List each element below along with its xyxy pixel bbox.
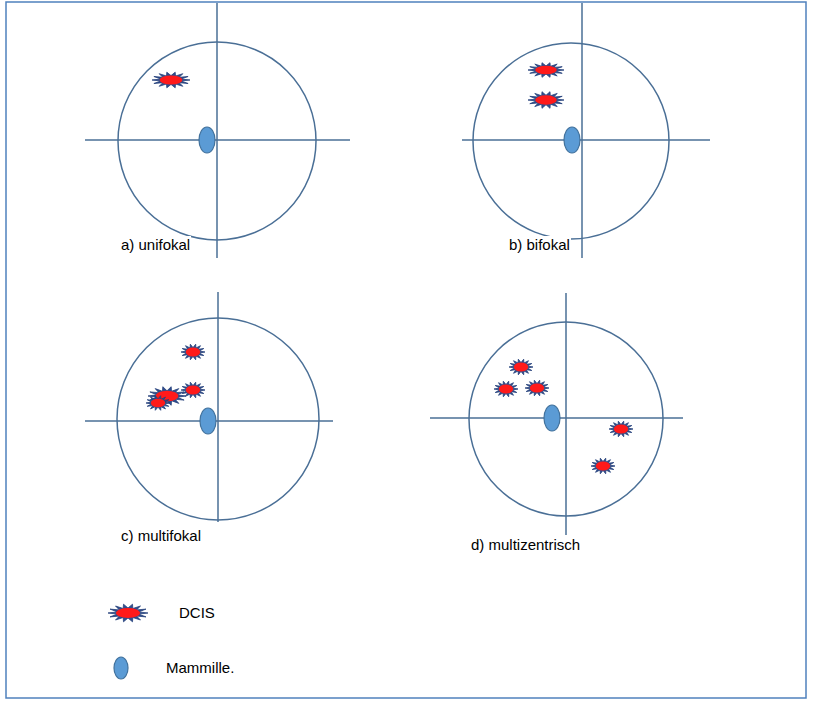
panel-label: b) bifokal [508, 236, 571, 254]
dcis-outline [152, 72, 190, 88]
axis-line [581, 3, 583, 258]
dcis-star [152, 72, 190, 88]
dcis-outline [591, 458, 615, 474]
dcis-outline [181, 382, 205, 398]
dcis-lesions [108, 63, 633, 622]
breast-outlines [85, 3, 710, 535]
axis-line [565, 293, 567, 535]
nipple [564, 127, 580, 153]
axis-line [462, 139, 710, 141]
panel-label: d) multizentrisch [470, 536, 581, 554]
legend-nipple [114, 657, 128, 679]
nipple [199, 127, 215, 153]
legend-text: DCIS [178, 604, 216, 622]
dcis-outline [528, 92, 564, 109]
panel-label: c) multifokal [120, 527, 202, 545]
dcis-core [614, 425, 628, 434]
dcis-star [528, 63, 564, 78]
dcis-outline [609, 421, 633, 437]
dcis-outline [494, 381, 518, 397]
dcis-star [591, 458, 615, 474]
dcis-core [186, 348, 200, 357]
dcis-outline [108, 604, 148, 622]
dcis-core [160, 76, 183, 85]
dcis-star [525, 380, 549, 396]
dcis-star [528, 92, 564, 109]
dcis-star [108, 604, 148, 622]
dcis-core [116, 608, 140, 618]
frame [6, 2, 806, 698]
dcis-star [494, 381, 518, 397]
axis-line [217, 292, 219, 522]
dcis-star [181, 382, 205, 398]
nipple [200, 408, 216, 434]
dcis-core [186, 386, 200, 395]
nipples [114, 127, 580, 679]
legend-text: Mammille. [165, 659, 235, 677]
panel-label: a) unifokal [120, 236, 191, 254]
dcis-star [509, 359, 533, 375]
breast-circle [473, 43, 669, 239]
dcis-core [530, 384, 544, 393]
dcis-outline [146, 396, 170, 411]
dcis-star [609, 421, 633, 437]
axis-line [216, 3, 218, 258]
dcis-core [596, 462, 610, 471]
nipple [544, 405, 560, 431]
dcis-star [146, 396, 170, 411]
dcis-core [535, 95, 557, 105]
dcis-core [151, 399, 165, 407]
dcis-outline [528, 63, 564, 78]
dcis-core [514, 363, 528, 372]
dcis-outline [525, 380, 549, 396]
dcis-outline [509, 359, 533, 375]
dcis-core [499, 385, 513, 394]
dcis-core [535, 66, 557, 74]
dcis-outline [181, 344, 205, 360]
dcis-star [181, 344, 205, 360]
